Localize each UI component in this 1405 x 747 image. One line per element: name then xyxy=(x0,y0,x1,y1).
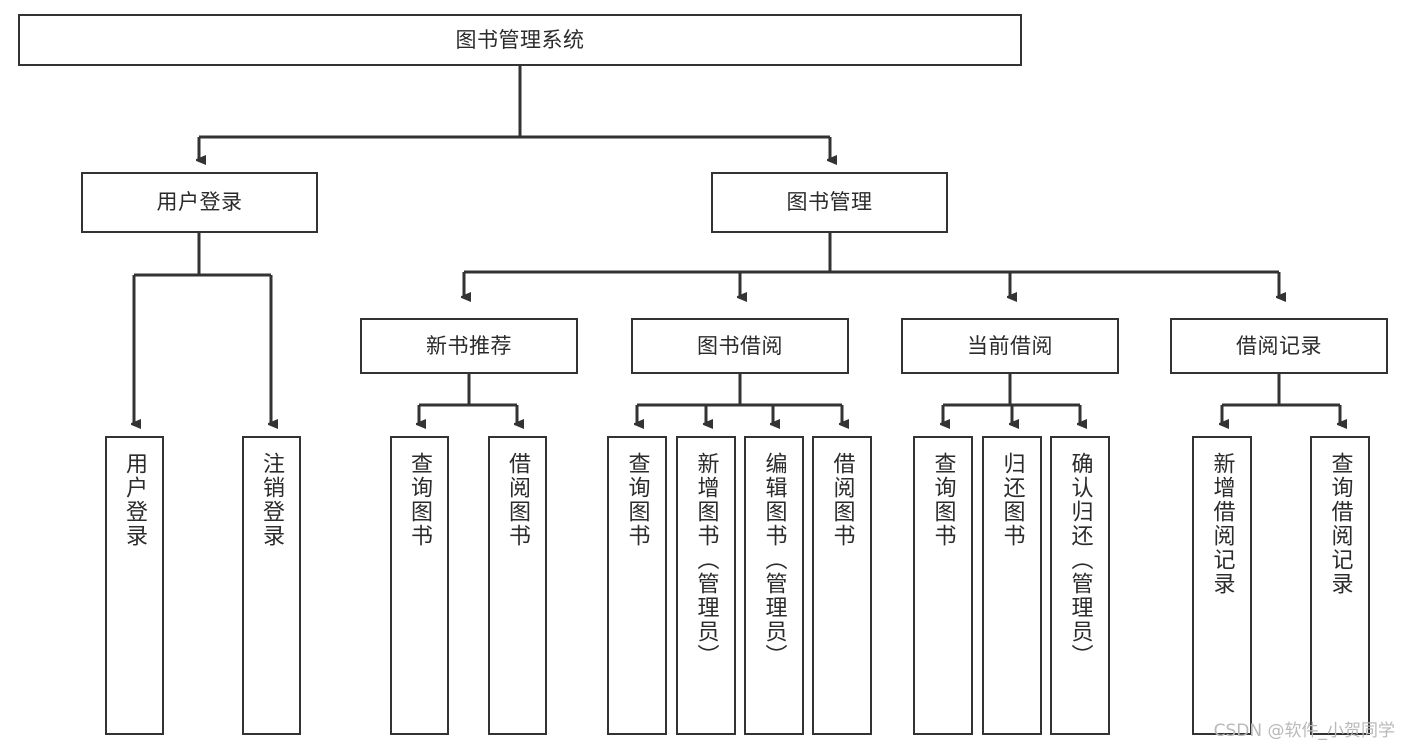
node-leaf-query-book-1-label: 查询图书 xyxy=(407,452,433,548)
node-leaf-query-record-label: 查询借阅记录 xyxy=(1327,452,1353,596)
node-book-manage-label: 图书管理 xyxy=(786,190,873,215)
node-current-borrow-label: 当前借阅 xyxy=(967,333,1053,358)
node-leaf-return-book[interactable]: 归还图书 xyxy=(982,436,1042,735)
node-leaf-query-record[interactable]: 查询借阅记录 xyxy=(1310,436,1370,735)
node-leaf-add-book[interactable]: 新增图书（管理员） xyxy=(676,436,736,735)
node-leaf-query-book-3-label: 查询图书 xyxy=(930,452,956,548)
node-leaf-borrow-book-1[interactable]: 借阅图书 xyxy=(488,436,547,735)
node-root[interactable]: 图书管理系统 xyxy=(18,14,1022,66)
node-leaf-borrow-book-2-label: 借阅图书 xyxy=(829,452,855,548)
node-leaf-query-book-1[interactable]: 查询图书 xyxy=(390,436,449,735)
node-leaf-logout-login[interactable]: 注销登录 xyxy=(242,436,301,735)
node-leaf-add-record-label: 新增借阅记录 xyxy=(1209,452,1235,596)
node-leaf-user-login[interactable]: 用户登录 xyxy=(105,436,164,735)
node-new-book-recommend[interactable]: 新书推荐 xyxy=(360,318,578,374)
node-borrow-record-label: 借阅记录 xyxy=(1236,333,1322,358)
node-borrow-record[interactable]: 借阅记录 xyxy=(1170,318,1388,374)
node-root-label: 图书管理系统 xyxy=(455,27,585,52)
node-leaf-query-book-2[interactable]: 查询图书 xyxy=(607,436,667,735)
watermark-text: CSDN @软件_小贺同学 xyxy=(1213,721,1395,741)
node-current-borrow[interactable]: 当前借阅 xyxy=(901,318,1119,374)
node-book-manage[interactable]: 图书管理 xyxy=(711,172,948,233)
node-book-borrow-label: 图书借阅 xyxy=(697,333,783,358)
node-leaf-add-book-label: 新增图书（管理员） xyxy=(693,452,719,668)
node-leaf-borrow-book-1-label: 借阅图书 xyxy=(505,452,531,548)
node-new-book-recommend-label: 新书推荐 xyxy=(426,333,512,358)
node-leaf-add-record[interactable]: 新增借阅记录 xyxy=(1192,436,1252,735)
node-leaf-query-book-3[interactable]: 查询图书 xyxy=(913,436,973,735)
node-leaf-edit-book[interactable]: 编辑图书（管理员） xyxy=(744,436,804,735)
node-leaf-edit-book-label: 编辑图书（管理员） xyxy=(761,452,787,668)
node-user-login[interactable]: 用户登录 xyxy=(81,172,318,233)
node-book-borrow[interactable]: 图书借阅 xyxy=(631,318,849,374)
node-leaf-query-book-2-label: 查询图书 xyxy=(624,452,650,548)
node-user-login-label: 用户登录 xyxy=(156,190,243,215)
node-leaf-confirm-return-label: 确认归还（管理员） xyxy=(1067,452,1093,668)
node-leaf-user-login-label: 用户登录 xyxy=(122,452,148,548)
node-leaf-return-book-label: 归还图书 xyxy=(999,452,1025,548)
node-leaf-borrow-book-2[interactable]: 借阅图书 xyxy=(812,436,872,735)
node-leaf-logout-login-label: 注销登录 xyxy=(259,452,285,548)
node-leaf-confirm-return[interactable]: 确认归还（管理员） xyxy=(1050,436,1110,735)
